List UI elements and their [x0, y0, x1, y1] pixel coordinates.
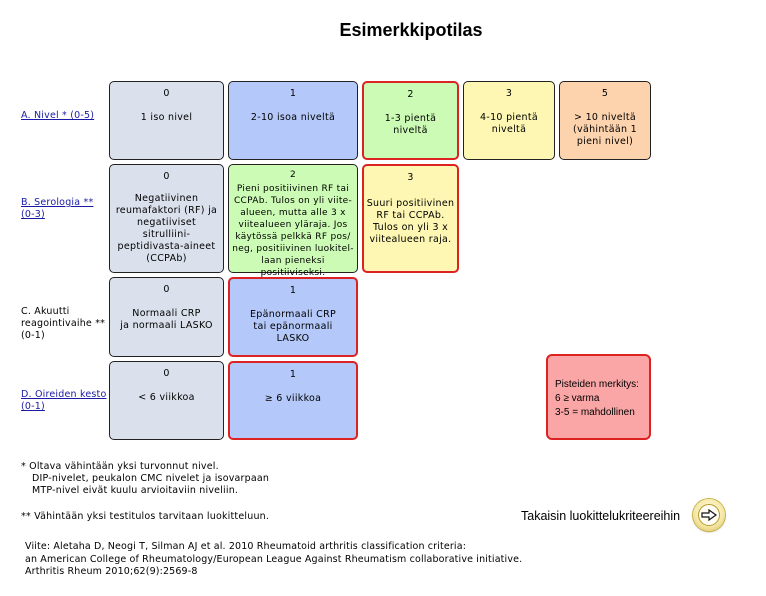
criteria-box-d-1-selected[interactable]: 1 ≥ 6 viikkoa	[228, 361, 358, 440]
footnote-double-star: ** Vähintään yksi testitulos tarvitaan l…	[21, 511, 270, 522]
score: 1	[289, 88, 297, 99]
footnote-star: * Oltava vähintään yksi turvonnut nivel.…	[21, 461, 270, 496]
score-legend: Pisteiden merkitys: 6 ≥ varma 3-5 = mahd…	[546, 354, 651, 440]
row-label-serologia[interactable]: B. Serologia **(0-3)	[21, 197, 93, 221]
score: 3	[407, 172, 414, 183]
criteria-box-a-0[interactable]: 0 1 iso nivel	[109, 81, 224, 160]
description: 2-10 isoa niveltä	[250, 112, 336, 123]
description: < 6 viikkoa	[138, 392, 195, 403]
score: 0	[163, 284, 170, 295]
page-title: Esimerkkipotilas	[339, 20, 483, 40]
score: 2	[407, 89, 414, 100]
score: 0	[163, 171, 170, 182]
arrow-right-icon	[698, 504, 720, 526]
criteria-box-a-2-selected[interactable]: 2 1-3 pientä niveltä	[362, 81, 459, 160]
description: 1-3 pientä niveltä	[384, 113, 437, 136]
score: 1	[289, 285, 297, 296]
row-label-serologia-link[interactable]: B. Serologia **(0-3)	[21, 197, 94, 220]
score: 0	[163, 368, 170, 379]
row-label-kesto-link[interactable]: D. Oireiden kesto(0-1)	[21, 389, 107, 412]
back-to-criteria-label[interactable]: Takaisin luokittelukriteereihin	[521, 509, 681, 523]
reference-citation: Viite: Aletaha D, Neogi T, Silman AJ et …	[25, 541, 523, 577]
row-label-nivel[interactable]: A. Nivel * (0-5)	[21, 110, 94, 122]
score: 1	[289, 369, 297, 380]
score: 0	[163, 88, 170, 99]
row-label-akuutti: C. Akuutti reagointivaihe ** (0-1)	[21, 306, 106, 341]
back-to-criteria-button[interactable]	[693, 499, 725, 531]
row-label-kesto[interactable]: D. Oireiden kesto(0-1)	[21, 389, 106, 413]
criteria-box-a-1[interactable]: 1 2-10 isoa niveltä	[228, 81, 358, 160]
description: 1 iso nivel	[140, 112, 193, 123]
description: ≥ 6 viikkoa	[264, 393, 322, 404]
criteria-box-d-0[interactable]: 0 < 6 viikkoa	[109, 361, 224, 440]
row-label-nivel-link[interactable]: A. Nivel * (0-5)	[21, 110, 95, 121]
score: 5	[601, 88, 609, 99]
score: 2	[289, 170, 297, 180]
score: 3	[505, 88, 513, 99]
